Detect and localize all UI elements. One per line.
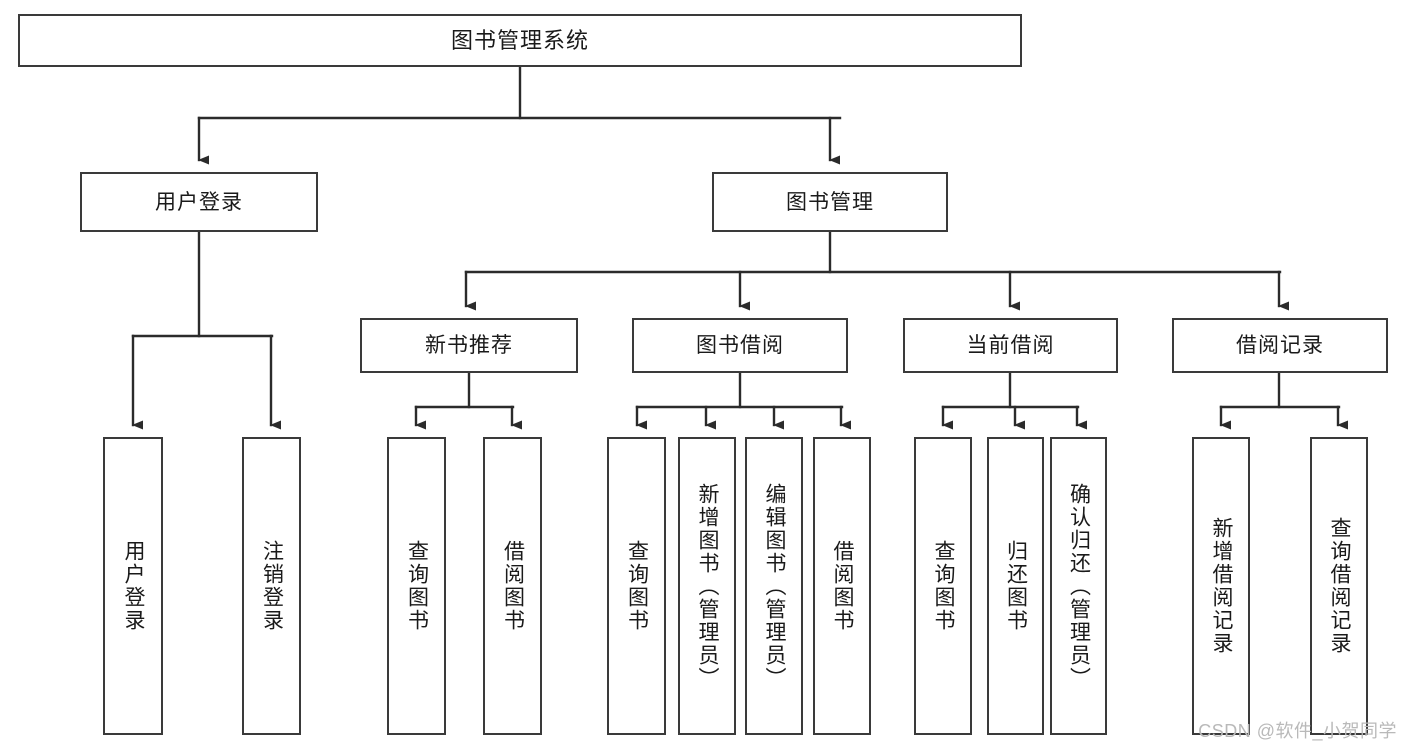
leaf-record-query-record-label: 查询借阅记录 [1328,517,1352,655]
node-user-login[interactable]: 用户登录 [80,172,318,232]
leaf-newbook-borrow-book[interactable]: 借阅图书 [483,437,542,735]
leaf-borrow-borrow-book-label: 借阅图书 [831,540,855,632]
leaf-newbook-borrow-book-label: 借阅图书 [501,540,525,632]
node-book-borrow-label: 图书借阅 [696,334,784,357]
leaf-borrow-query-book[interactable]: 查询图书 [607,437,666,735]
leaf-current-return-book[interactable]: 归还图书 [987,437,1044,735]
node-borrow-record-label: 借阅记录 [1236,334,1324,357]
leaf-current-query-book[interactable]: 查询图书 [914,437,972,735]
leaf-newbook-query-book[interactable]: 查询图书 [387,437,446,735]
node-current-borrow[interactable]: 当前借阅 [903,318,1118,373]
leaf-borrow-borrow-book[interactable]: 借阅图书 [813,437,871,735]
leaf-newbook-query-book-label: 查询图书 [405,540,429,632]
node-book-management-label: 图书管理 [786,190,874,214]
node-book-management[interactable]: 图书管理 [712,172,948,232]
node-borrow-record[interactable]: 借阅记录 [1172,318,1388,373]
leaf-user-login[interactable]: 用户登录 [103,437,163,735]
leaf-borrow-add-book-label: 新增图书（管理员） [696,482,720,690]
leaf-current-confirm-return[interactable]: 确认归还（管理员） [1050,437,1107,735]
leaf-record-add-record-label: 新增借阅记录 [1210,517,1234,655]
leaf-record-add-record[interactable]: 新增借阅记录 [1192,437,1250,735]
leaf-current-return-book-label: 归还图书 [1004,540,1028,632]
leaf-current-query-book-label: 查询图书 [932,540,956,632]
node-book-borrow[interactable]: 图书借阅 [632,318,848,373]
leaf-user-logout[interactable]: 注销登录 [242,437,301,735]
leaf-borrow-query-book-label: 查询图书 [625,540,649,632]
leaf-borrow-add-book[interactable]: 新增图书（管理员） [678,437,736,735]
node-root[interactable]: 图书管理系统 [18,14,1022,67]
leaf-user-login-label: 用户登录 [122,540,146,632]
leaf-user-logout-label: 注销登录 [260,540,284,632]
node-new-book-recommend-label: 新书推荐 [425,334,513,357]
node-user-login-label: 用户登录 [155,190,243,214]
node-current-borrow-label: 当前借阅 [966,334,1055,357]
leaf-record-query-record[interactable]: 查询借阅记录 [1310,437,1368,735]
node-new-book-recommend[interactable]: 新书推荐 [360,318,578,373]
leaf-borrow-edit-book-label: 编辑图书（管理员） [763,482,787,690]
leaf-current-confirm-return-label: 确认归还（管理员） [1067,482,1091,690]
node-root-label: 图书管理系统 [450,27,589,53]
leaf-borrow-edit-book[interactable]: 编辑图书（管理员） [745,437,803,735]
